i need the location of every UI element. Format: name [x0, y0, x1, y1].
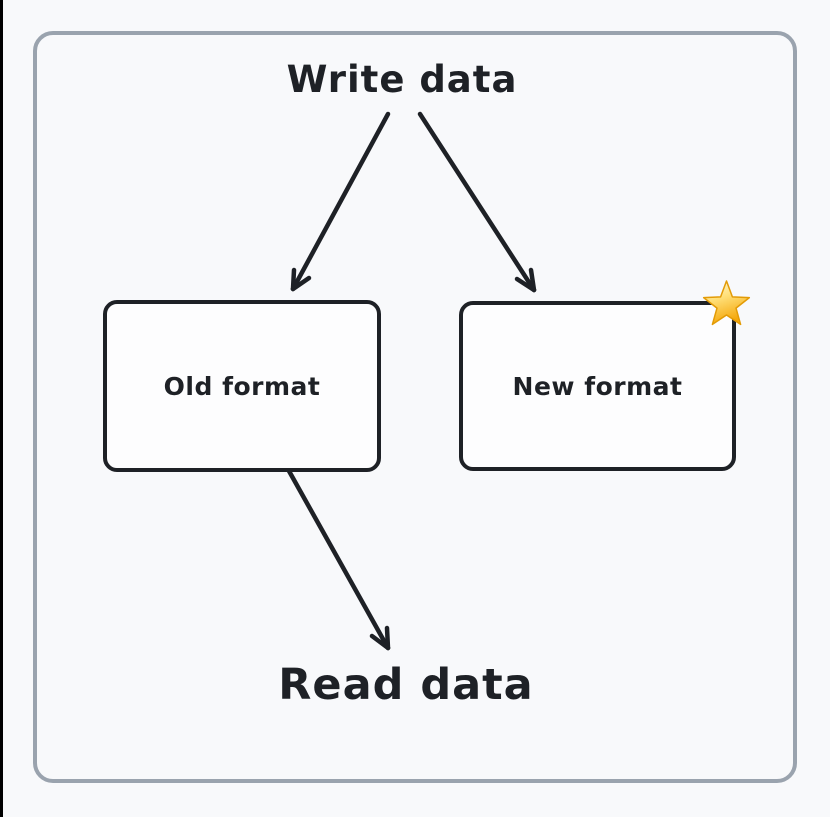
screen-edge-strip: [0, 0, 3, 817]
old-format-label: Old format: [163, 371, 321, 401]
read-data-label: Read data: [278, 660, 534, 710]
write-data-label: Write data: [286, 58, 518, 101]
new-format-label: New format: [512, 371, 683, 401]
star-icon: [702, 280, 751, 326]
node-old-format: Old format: [103, 300, 381, 472]
node-new-format: New format: [459, 301, 736, 471]
diagram-frame: [33, 31, 797, 783]
